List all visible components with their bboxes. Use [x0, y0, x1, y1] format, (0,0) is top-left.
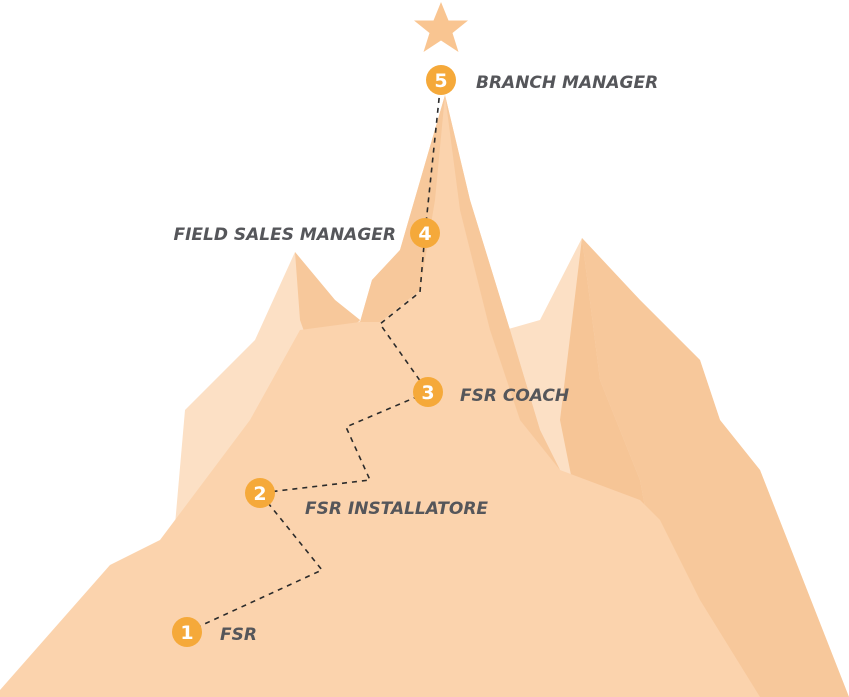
step-number: 4 — [418, 223, 431, 245]
step-1: 1 FSR — [172, 617, 257, 647]
step-number: 3 — [421, 382, 434, 404]
step-badge — [413, 377, 443, 407]
step-label: FSR — [220, 625, 257, 645]
step-number: 1 — [180, 622, 193, 644]
step-label: FIELD SALES MANAGER — [173, 225, 396, 245]
step-badge — [410, 218, 440, 248]
mountain-main — [0, 95, 760, 697]
star-icon — [414, 2, 468, 52]
step-label: FSR COACH — [460, 386, 569, 406]
step-5: 5 BRANCH MANAGER — [426, 65, 658, 95]
right-peak-shade — [582, 238, 849, 697]
step-label: FSR INSTALLATORE — [305, 499, 488, 519]
step-number: 5 — [434, 70, 447, 92]
step-4: 4 FIELD SALES MANAGER — [173, 218, 440, 248]
step-label: BRANCH MANAGER — [476, 73, 658, 93]
step-2: 2 FSR INSTALLATORE — [245, 478, 488, 519]
step-badge — [245, 478, 275, 508]
main-peak-left-face — [360, 95, 445, 322]
step-badge — [172, 617, 202, 647]
step-number: 2 — [253, 483, 266, 505]
step-3: 3 FSR COACH — [413, 377, 569, 407]
step-badge — [426, 65, 456, 95]
career-path-line — [186, 79, 442, 633]
main-peak — [0, 95, 760, 697]
